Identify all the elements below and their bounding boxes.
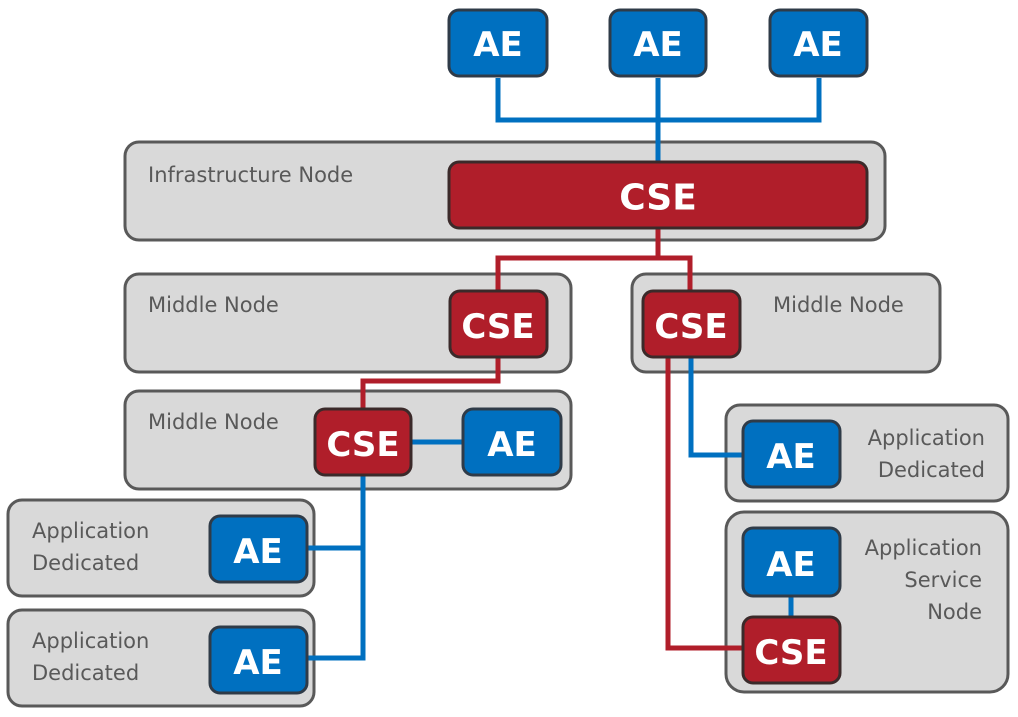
cse-block (313, 407, 413, 477)
ae-middle-node-lower: AE (461, 407, 563, 477)
application-text: Application (32, 519, 149, 543)
ae-top-left: AE (447, 8, 549, 78)
cse-label: CSE (754, 633, 827, 673)
cse-block (447, 160, 869, 230)
ae-adn-left-upper: AE (208, 514, 309, 584)
cse-block (741, 615, 842, 685)
cse-middle-node-left-upper: CSE (448, 289, 549, 359)
ae-asn: AE (741, 526, 842, 598)
ae-block (208, 625, 309, 695)
ae-label: AE (233, 532, 283, 572)
cse-middle-node-right: CSE (641, 289, 742, 359)
ae-block (741, 419, 842, 489)
ae-top-center: AE (608, 8, 708, 78)
cse-label: CSE (619, 178, 697, 219)
application-dedicated-left-lower-label: Application Dedicated (32, 629, 149, 685)
ae-adn-right: AE (741, 419, 842, 489)
middle-node-left-upper-label: Middle Node (148, 293, 279, 317)
cse-infrastructure: CSE (447, 160, 869, 230)
cse-asn: CSE (741, 615, 842, 685)
dedicated-text: Dedicated (878, 458, 985, 482)
middle-node-right-label: Middle Node (773, 293, 904, 317)
ae-label: AE (766, 437, 816, 477)
cse-middle-node-left-lower: CSE (313, 407, 413, 477)
infrastructure-cse-to-right-middle-cse-link (658, 255, 693, 292)
application-dedicated-right-label: Application Dedicated (868, 426, 985, 482)
application-text: Application (865, 536, 982, 560)
ae-label: AE (233, 643, 283, 683)
cse-label: CSE (654, 307, 727, 347)
middle-cse-to-lower-middle-cse-link (360, 357, 501, 410)
right-middle-cse-to-asn-cse-link (665, 356, 745, 651)
service-text: Service (904, 568, 982, 592)
ae-adn-left-lower: AE (208, 625, 309, 695)
ae-label: AE (793, 25, 843, 65)
dedicated-text: Dedicated (32, 661, 139, 685)
right-middle-cse-to-adn-ae-link (688, 356, 745, 458)
ae-label: AE (473, 25, 523, 65)
ae-label: AE (766, 545, 816, 585)
ae-block (768, 8, 869, 78)
infrastructure-cse-to-middle-cses-link (495, 227, 661, 292)
node-text: Node (927, 600, 982, 624)
application-service-node-label: Application Service Node (865, 536, 982, 624)
cse-block (641, 289, 742, 359)
ae-block (608, 8, 708, 78)
ae-block (447, 8, 549, 78)
ae-block (741, 526, 842, 598)
application-dedicated-left-upper-label: Application Dedicated (32, 519, 149, 575)
ae-label: AE (487, 425, 537, 465)
cse-label: CSE (461, 307, 534, 347)
ae-top-right: AE (768, 8, 869, 78)
application-text: Application (868, 426, 985, 450)
ae-label: AE (633, 25, 683, 65)
ae-block (461, 407, 563, 477)
infrastructure-node-label: Infrastructure Node (148, 163, 353, 187)
dedicated-text: Dedicated (32, 551, 139, 575)
application-text: Application (32, 629, 149, 653)
cse-label: CSE (326, 425, 399, 465)
middle-node-left-lower-label: Middle Node (148, 410, 279, 434)
ae-block (208, 514, 309, 584)
lower-middle-cse-to-adn-aes-link (305, 473, 366, 661)
cse-block (448, 289, 549, 359)
